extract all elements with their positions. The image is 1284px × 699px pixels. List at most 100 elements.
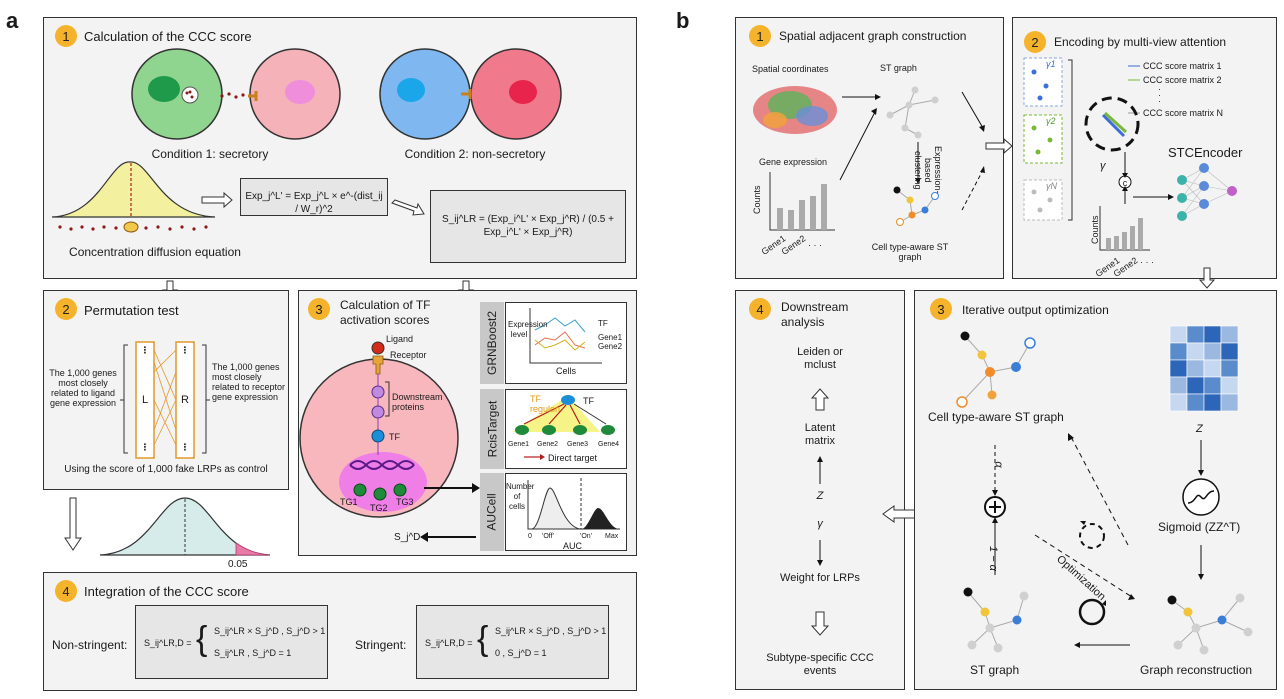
b1-st-graph-label: ST graph <box>880 63 917 73</box>
leiden-label: Leiden or mclust <box>797 346 843 371</box>
gamma-2: γ2 <box>1046 116 1056 126</box>
arrow-1 <box>201 191 233 209</box>
step-b4-title: Downstream analysis <box>781 300 849 329</box>
stringent-label: Stringent: <box>355 638 407 652</box>
grnboost-label: GRNBoost2 <box>480 302 504 384</box>
permutation-caption: Using the score of 1,000 fake LRPs as co… <box>64 464 268 475</box>
arrow-2 <box>391 199 425 216</box>
stringent-case-2: 0 , S_j^D = 1 <box>495 648 547 658</box>
rcistarget-gene-4: Gene4 <box>598 441 620 448</box>
step-b2-title: Encoding by multi-view attention <box>1054 35 1227 49</box>
step-a2-title: Permutation test <box>84 303 179 318</box>
step-a1-badge: 1 <box>55 25 77 47</box>
vesicle-icon <box>181 86 199 104</box>
b2-to-b3-arrow <box>1198 267 1216 289</box>
non-stringent-case-1: S_ij^LR × S_j^D , S_j^D > 1 <box>214 626 326 636</box>
equation-exp: Exp_j^L' = Exp_j^L × e^-(dist_ij / W_r)^… <box>245 191 383 215</box>
secretory-nucleus <box>148 76 180 102</box>
downstream-label: Downstream proteins <box>392 392 443 412</box>
grnboost-gene1: Gene1 <box>598 333 623 342</box>
legend-matrix-n: CCC score matrix N <box>1143 108 1224 118</box>
weight-label: Weight for LRPs <box>780 572 860 584</box>
grnboost-panel <box>505 302 627 384</box>
rcistarget-gene-2: Gene2 <box>537 441 559 448</box>
non-stringent-case-2: S_ij^LR , S_j^D = 1 <box>214 648 292 658</box>
tg1-label: TG1 <box>340 497 358 507</box>
receptor-box-label: R <box>181 394 189 406</box>
clustering-label: Expression-based clustering <box>913 146 943 194</box>
aucell-tick-max: Max <box>605 533 619 540</box>
tg3-label: TG3 <box>396 497 414 507</box>
step-b1-title: Spatial adjacent graph construction <box>779 29 967 43</box>
spatial-coordinates-label: Spatial coordinates <box>752 64 829 74</box>
aucell-panel <box>505 473 627 551</box>
grnboost-tf: TF <box>598 319 608 328</box>
equation-exp-box: Exp_j^L' = Exp_j^L × e^-(dist_ij / W_r)^… <box>240 178 388 216</box>
tf-regulon-label: TF regulon <box>530 394 561 414</box>
aucell-xlabel: AUC <box>563 541 583 551</box>
spatial-scatter <box>753 86 837 134</box>
step-b2-badge: 2 <box>1024 31 1046 53</box>
celltype-graph-label: Cell type-aware ST graph <box>871 242 949 262</box>
graph-reconstruction-label: Graph reconstruction <box>1140 663 1253 677</box>
rcistarget-gene-1: Gene1 <box>508 441 530 448</box>
step-a3-badge: 3 <box>308 298 330 320</box>
legend-matrix-1: CCC score matrix 1 <box>1143 61 1222 71</box>
arrow-step2-to-4 <box>64 497 82 551</box>
non-stringent-lhs: S_ij^LR,D = <box>144 638 192 648</box>
gamma-n: γN <box>1046 181 1057 191</box>
b4-z-label: Z <box>816 490 824 502</box>
stringent-eq-box: S_ij^LR,D = { S_ij^LR × S_j^D , S_j^D > … <box>416 605 609 679</box>
b1-to-b2-arrow <box>985 137 1013 155</box>
non-stringent-eq-box: S_ij^LR,D = { S_ij^LR × S_j^D , S_j^D > … <box>135 605 328 679</box>
condition-2-label: Condition 2: non-secretory <box>404 147 546 161</box>
b3-z-label: Z <box>1196 423 1203 435</box>
diffusion-curve <box>51 161 216 218</box>
ligand-box-label: L <box>141 394 149 406</box>
gamma-1: γ1 <box>1046 59 1056 69</box>
equation-score: S_ij^LR = (Exp_i^L' × Exp_j^R) / (0.5 + … <box>442 214 614 238</box>
subtype-label: Subtype-specific CCC events <box>766 652 874 677</box>
step-b1-box <box>735 17 1004 279</box>
stringent-lhs: S_ij^LR,D = <box>425 638 473 648</box>
stcencoder-label: STCEncoder <box>1168 145 1243 160</box>
concat-symbol: c <box>1122 178 1128 188</box>
rcistarget-label: RcisTarget <box>480 389 504 469</box>
ligand-genes-text: The 1,000 genes most closely related to … <box>49 368 117 408</box>
step-a4-title: Integration of the CCC score <box>84 584 249 599</box>
non-stringent-label: Non-stringent: <box>52 638 128 652</box>
rcistarget-tf: TF <box>583 396 594 406</box>
panel-a-letter: a <box>6 8 19 33</box>
aucell-tick-0: 0 <box>528 533 532 540</box>
grnboost-ylabel: Expression level <box>508 320 548 339</box>
b3-celltype-graph: Cell type-aware ST graph <box>928 410 1064 424</box>
receptor-genes-text: The 1,000 genes most closely related to … <box>212 362 286 402</box>
diffusion-caption: Concentration diffusion equation <box>69 245 241 259</box>
step-a4-badge: 4 <box>55 580 77 602</box>
grnboost-gene2: Gene2 <box>598 342 623 351</box>
gamma-vector: γ <box>1100 160 1106 172</box>
receptor-icon <box>248 91 258 101</box>
step-b1-badge: 1 <box>749 25 771 47</box>
aucell-tick-on: 'On' <box>580 533 593 540</box>
b4-gamma-label: γ <box>817 518 823 530</box>
threshold-label: 0.05 <box>228 559 248 570</box>
aucell-ylabel: Number of cells <box>506 482 535 511</box>
b3-st-graph-label: ST graph <box>970 663 1020 677</box>
legend-matrix-2: CCC score matrix 2 <box>1143 75 1222 85</box>
step-b3-title: Iterative output optimization <box>962 303 1109 317</box>
grnboost-xlabel: Cells <box>556 366 577 376</box>
equation-score-box: S_ij^LR = (Exp_i^L' × Exp_j^R) / (0.5 + … <box>430 190 626 263</box>
heatmap <box>1169 325 1239 412</box>
condition-1-label: Condition 1: secretory <box>151 147 269 161</box>
b2-dots: · · · <box>1140 257 1154 267</box>
stringent-case-1: S_ij^LR × S_j^D , S_j^D > 1 <box>495 626 607 636</box>
